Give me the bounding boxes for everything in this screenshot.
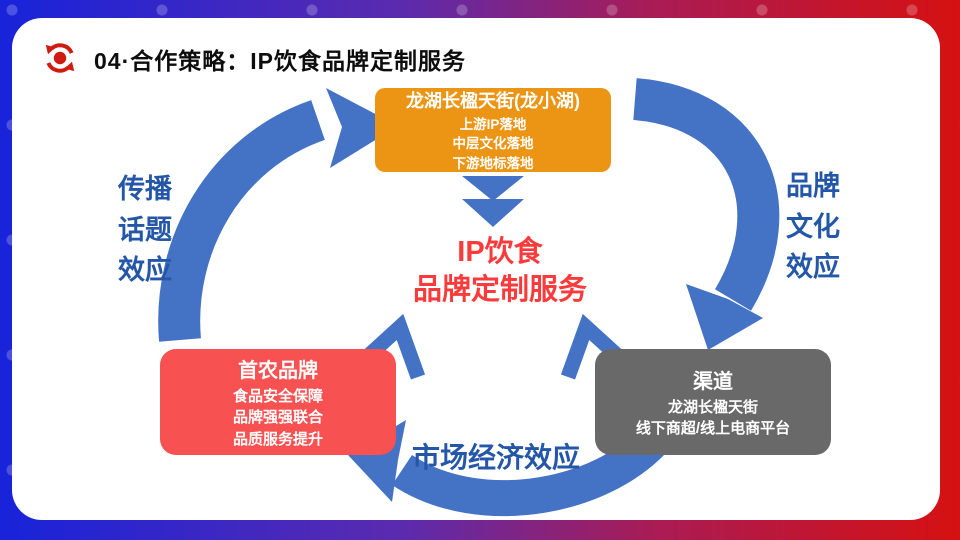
box-line: 下游地标落地: [452, 155, 534, 171]
box-title: 首农品牌: [238, 360, 318, 383]
box-line: 上游IP落地: [459, 117, 527, 133]
box-channel: 渠道 龙湖长楹天街 线下商超/线上电商平台: [595, 349, 831, 455]
label-line: 品牌: [786, 171, 840, 201]
label-market-economy-effect: 市场经济效应: [411, 442, 580, 473]
box-longhu-tianjie: 龙湖长楹天街(龙小湖) 上游IP落地 中层文化落地 下游地标落地: [375, 88, 611, 172]
label-brand-culture-effect: 品牌 文化 效应: [768, 166, 858, 288]
box-line: 中层文化落地: [452, 136, 534, 152]
center-title: IP饮食 品牌定制服务: [350, 233, 650, 310]
right-arc-arrowhead: [686, 284, 763, 350]
center-title-line2: 品牌定制服务: [412, 274, 587, 307]
right-chevron-icon: [560, 313, 625, 380]
box-line: 品牌强强联合: [232, 409, 323, 427]
sync-arrows-icon: [45, 43, 75, 73]
label-line: 效应: [118, 255, 172, 285]
label-line: 效应: [786, 252, 840, 282]
box-title: 龙湖长楹天街(龙小湖): [406, 91, 580, 112]
down-chevron-icon-2: [462, 199, 524, 227]
box-line: 龙湖长楹天街: [667, 398, 758, 416]
left-arc-arrow: [158, 100, 326, 342]
label-spread-topic-effect: 传播 话题 效应: [100, 169, 190, 291]
right-arc-arrow: [632, 78, 780, 311]
down-chevron-icon: [462, 176, 524, 201]
center-title-line1: IP饮食: [457, 236, 543, 268]
box-title: 渠道: [693, 370, 733, 393]
box-line: 食品安全保障: [232, 388, 323, 406]
box-shounong-brand: 首农品牌 食品安全保障 品牌强强联合 品质服务提升: [160, 349, 396, 455]
left-chevron-icon: [361, 313, 426, 380]
label-line: 话题: [118, 214, 172, 245]
page-title: 04·合作策略：IP饮食品牌定制服务: [94, 48, 466, 74]
label-line: 文化: [786, 211, 840, 242]
label-line: 传播: [118, 174, 172, 204]
box-line: 品质服务提升: [232, 430, 323, 448]
left-arc-arrowhead: [326, 88, 398, 168]
box-line: 线下商超/线上电商平台: [635, 420, 791, 437]
